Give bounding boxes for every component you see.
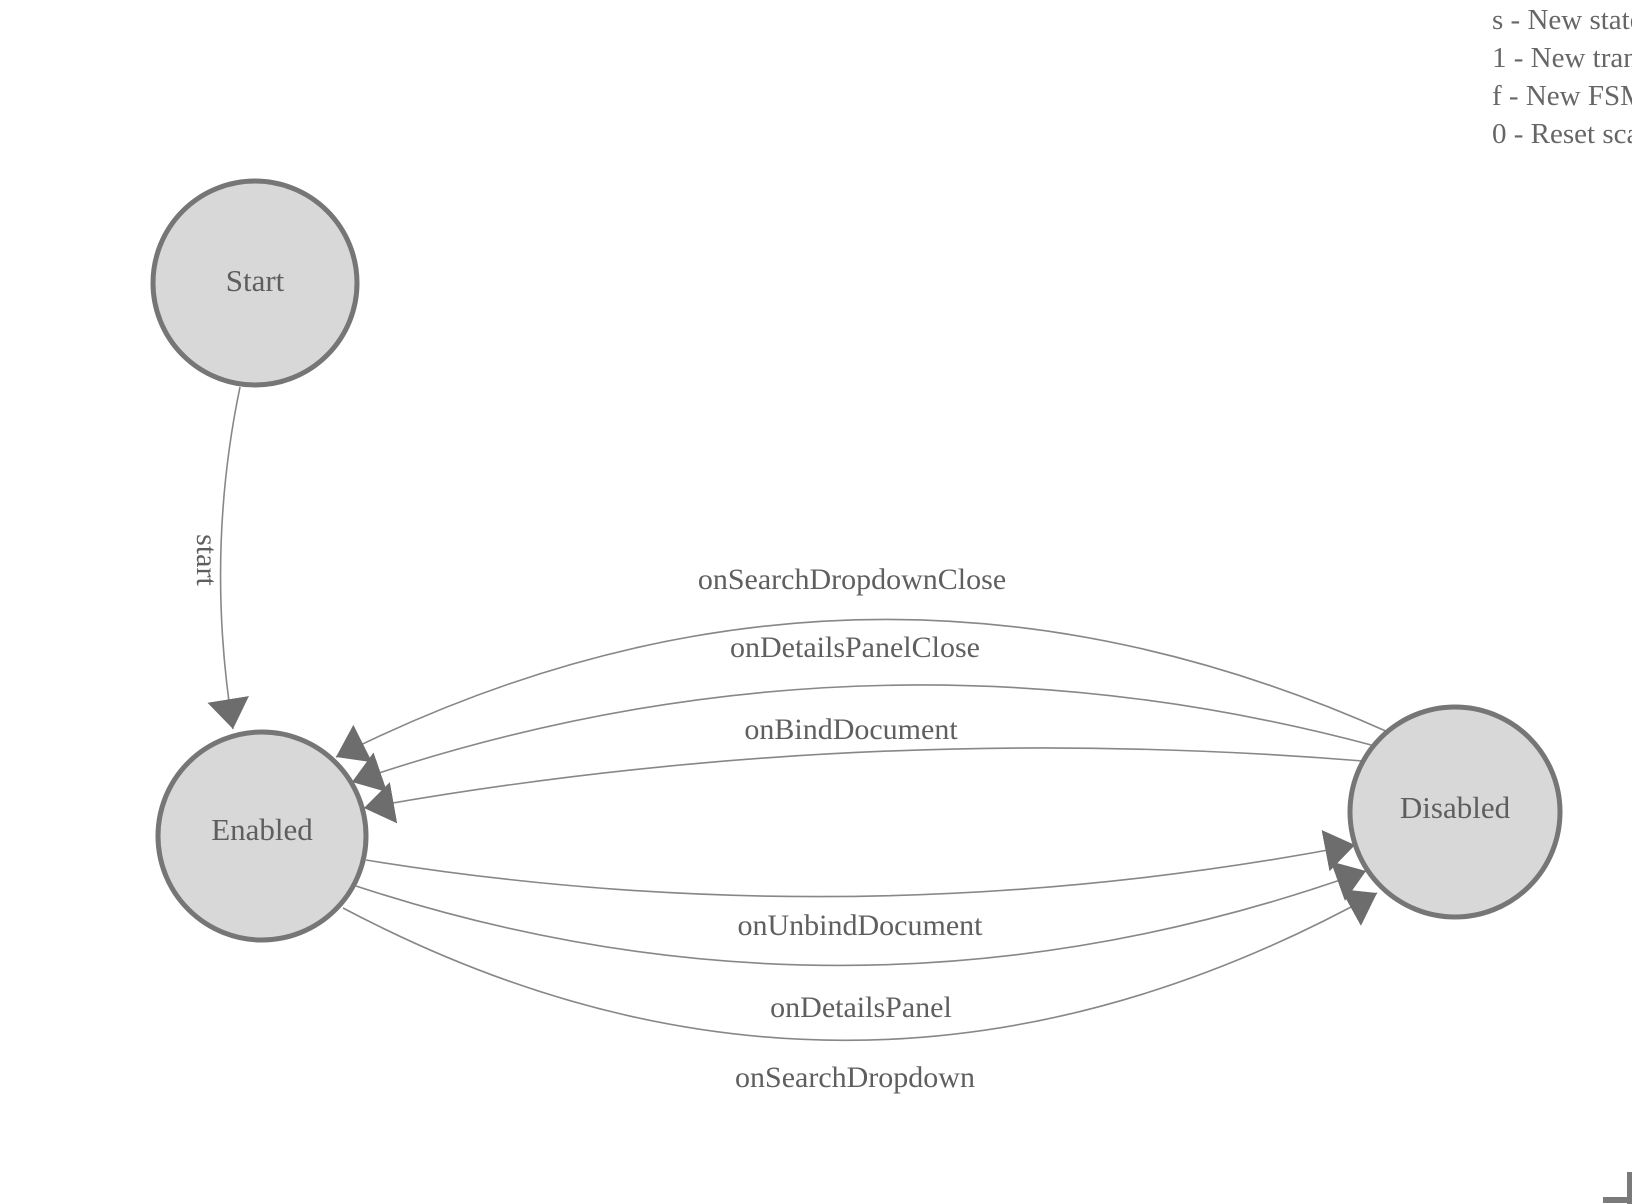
transition-edge-onUnbindDocument[interactable] bbox=[365, 830, 1356, 898]
transition-edge-start[interactable] bbox=[207, 386, 249, 730]
hotkeys-legend: s - New state 1 - New transition f - New… bbox=[1492, 1, 1632, 153]
transition-label-onBindDocument[interactable]: onBindDocument bbox=[744, 713, 958, 746]
canvas-corner-bracket bbox=[1603, 1197, 1632, 1203]
transition-label-onSearchDropdown[interactable]: onSearchDropdown bbox=[735, 1061, 975, 1094]
legend-item: 0 - Reset scale bbox=[1492, 118, 1632, 150]
state-circle-disabled[interactable] bbox=[1347, 704, 1563, 920]
transition-label-onDetailsPanel[interactable]: onDetailsPanel bbox=[770, 991, 952, 1024]
canvas-corner-bracket bbox=[1627, 1172, 1632, 1204]
transition-label-onUnbindDocument[interactable]: onUnbindDocument bbox=[738, 909, 984, 942]
state-node-disabled[interactable]: Disabled bbox=[1347, 704, 1563, 920]
transition-edge-onBindDocument[interactable] bbox=[363, 747, 1364, 824]
transition-edge-onSearchDropdownClose[interactable] bbox=[335, 618, 1389, 763]
legend-item: 1 - New transition bbox=[1492, 42, 1632, 74]
transition-label-onSearchDropdownClose[interactable]: onSearchDropdownClose bbox=[698, 563, 1006, 596]
transition-label-onDetailsPanelClose[interactable]: onDetailsPanelClose bbox=[730, 631, 980, 664]
state-node-start[interactable]: Start bbox=[150, 178, 360, 388]
state-circle-enabled[interactable] bbox=[155, 729, 369, 943]
state-label-disabled: Disabled bbox=[1400, 790, 1511, 825]
legend-item: s - New state bbox=[1492, 4, 1632, 36]
transition-label-start[interactable]: start bbox=[190, 534, 223, 586]
state-node-enabled[interactable]: Enabled bbox=[155, 729, 369, 943]
transition-edge-onDetailsPanelClose[interactable] bbox=[351, 684, 1376, 793]
transition-edge-onSearchDropdown[interactable] bbox=[342, 889, 1378, 1042]
state-label-start: Start bbox=[226, 263, 285, 298]
legend-item: f - New FSM bbox=[1492, 80, 1632, 112]
state-circle-start[interactable] bbox=[150, 178, 360, 388]
state-label-enabled: Enabled bbox=[211, 812, 313, 847]
transition-edge-onDetailsPanel[interactable] bbox=[355, 861, 1367, 967]
